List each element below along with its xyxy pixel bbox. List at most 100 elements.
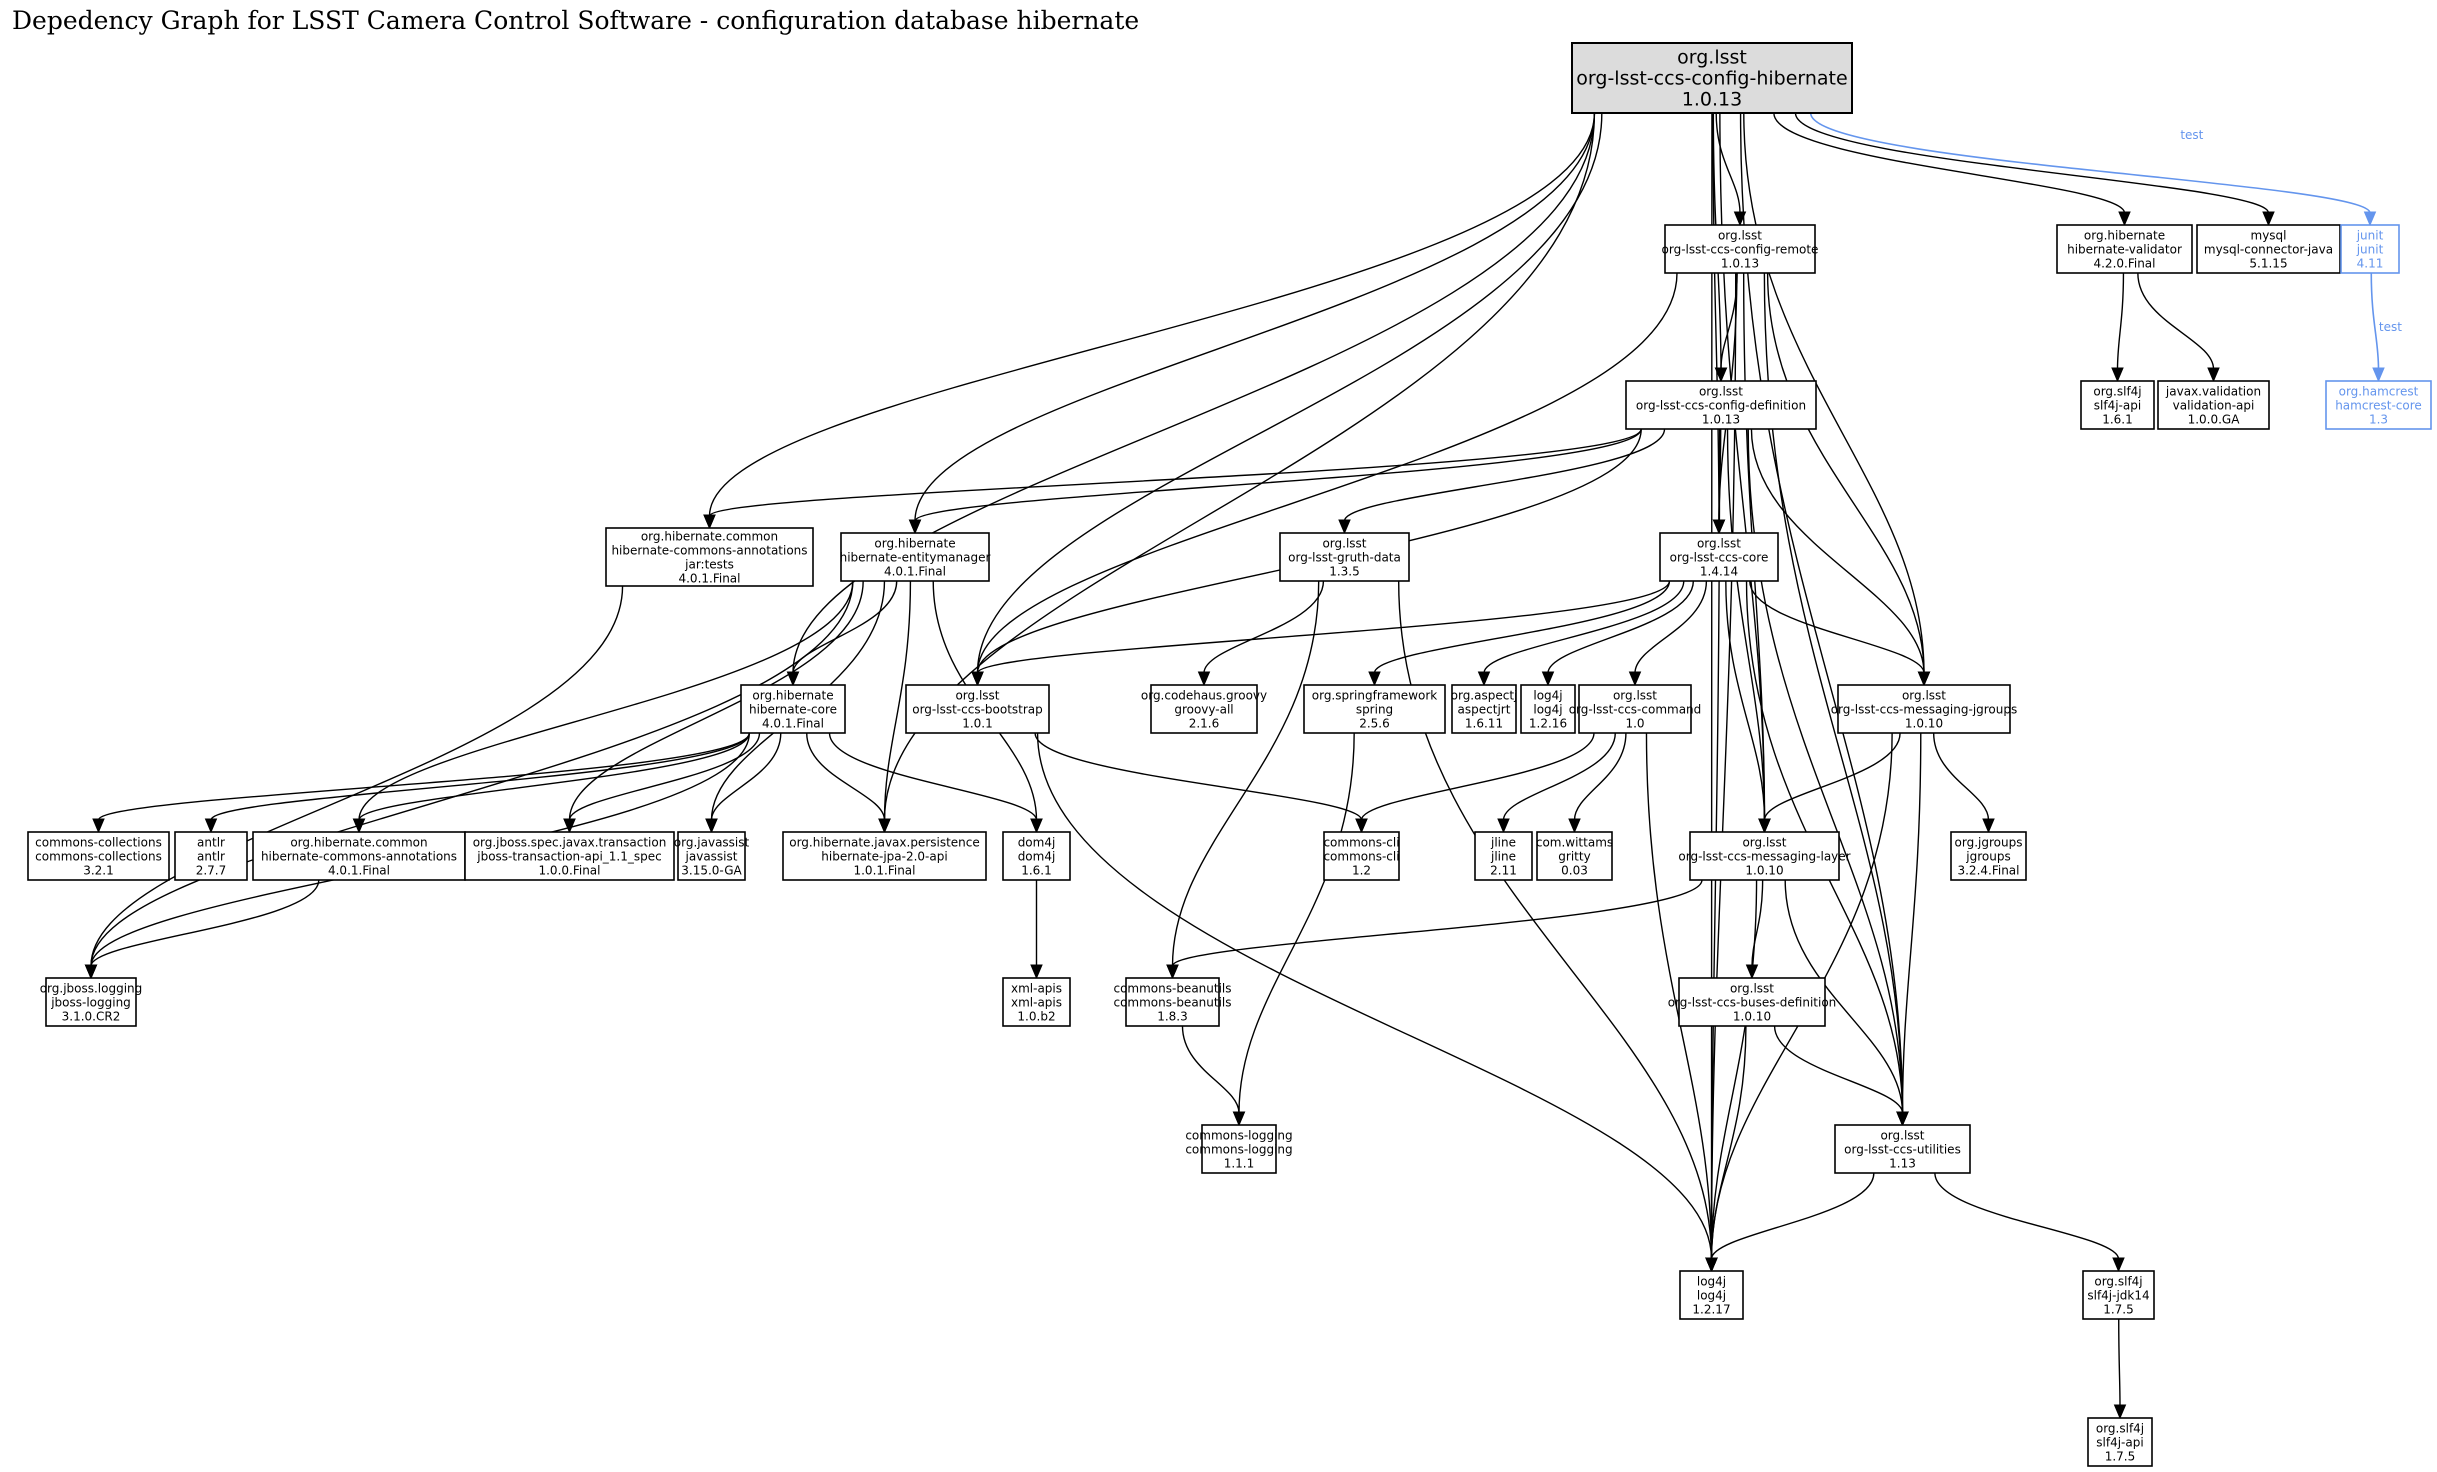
node-jpa[interactable]: org.hibernate.javax.persistencehibernate…	[782, 831, 987, 881]
node-artifact-label: jline	[1490, 849, 1516, 863]
node-box	[1664, 224, 1816, 274]
node-artifact-label: org-lsst-ccs-bootstrap	[912, 702, 1043, 716]
node-version-label: 1.6.1	[2102, 412, 2133, 426]
node-root[interactable]: org.lsstorg-lsst-ccs-config-hibernate1.0…	[1571, 42, 1853, 114]
node-artifact-label: javassist	[685, 849, 738, 863]
node-hca-tests[interactable]: org.hibernate.commonhibernate-commons-an…	[605, 527, 814, 587]
node-box	[1659, 532, 1779, 582]
arrowhead	[908, 519, 922, 535]
edge-config-remote-to-msg-jgroups	[1766, 272, 1931, 687]
node-group-label: org.javassist	[674, 835, 750, 849]
edge-root-to-hibernate-core	[786, 112, 1596, 687]
edge-line	[358, 732, 751, 821]
node-box	[782, 831, 987, 881]
edge-line	[1710, 1172, 1875, 1260]
node-msg-layer[interactable]: org.lsstorg-lsst-ccs-messaging-layer1.0.…	[1678, 831, 1851, 881]
node-version-label: 2.5.6	[1359, 716, 1390, 730]
nodes-layer: org.lsstorg-lsst-ccs-config-hibernate1.0…	[27, 42, 2432, 1467]
node-artifact-label: hibernate-commons-annotations	[611, 543, 807, 557]
edge-line	[976, 272, 1678, 674]
edge-line	[914, 428, 1642, 522]
node-msg-jgroups[interactable]: org.lsstorg-lsst-ccs-messaging-jgroups1.…	[1831, 684, 2018, 734]
edge-line	[358, 580, 854, 821]
node-box	[1474, 831, 1533, 881]
node-version-label: 1.0.1.Final	[853, 863, 915, 877]
edge-msg-layer-to-beanutils	[1166, 879, 1703, 980]
arrowhead	[1197, 671, 1211, 687]
node-artifact-label: org-lsst-ccs-messaging-jgroups	[1831, 702, 2018, 716]
arrowhead	[2207, 367, 2220, 383]
arrowhead	[2111, 367, 2124, 383]
edge-line	[1743, 112, 1925, 674]
edge-label: test	[2180, 128, 2203, 142]
arrowhead	[92, 818, 105, 834]
arrowhead	[1917, 671, 1931, 687]
node-version-label: 1.8.3	[1157, 1009, 1188, 1023]
edge-line	[1373, 580, 1671, 674]
node-buses-def[interactable]: org.lsstorg-lsst-ccs-buses-definition1.0…	[1668, 977, 1837, 1027]
node-artifact-label: commons-beanutils	[1113, 995, 1231, 1009]
graph-title: Depedency Graph for LSST Camera Control …	[12, 6, 1140, 35]
node-version-label: 0.03	[1561, 863, 1588, 877]
node-group-label: org.jboss.spec.javax.transaction	[473, 835, 667, 849]
node-artifact-label: hibernate-entitymanager	[840, 550, 991, 564]
node-hca[interactable]: org.hibernate.commonhibernate-commons-an…	[252, 831, 466, 881]
node-box	[1150, 684, 1258, 734]
edge-line	[792, 580, 898, 674]
node-box	[1002, 831, 1071, 881]
node-group-label: xml-apis	[1011, 981, 1062, 995]
edge-label: test	[2379, 320, 2402, 334]
node-group-label: org.hibernate.common	[641, 529, 778, 543]
edge-root-to-hibernate-validator	[1773, 112, 2131, 227]
node-hibernate-validator[interactable]: org.hibernatehibernate-validator4.2.0.Fi…	[2056, 224, 2193, 274]
edge-line	[568, 580, 864, 821]
edge-utilities-to-log4j-1217	[1705, 1172, 1875, 1273]
edge-hibernate-core-to-hca	[352, 732, 751, 834]
node-box	[2196, 224, 2341, 274]
node-artifact-label: gritty	[1558, 849, 1590, 863]
node-commons-collections[interactable]: commons-collectionscommons-collections3.…	[27, 831, 170, 881]
arrowhead	[1705, 1257, 1718, 1273]
node-group-label: org.lsst	[1880, 1128, 1924, 1142]
node-version-label: 4.0.1.Final	[884, 564, 946, 578]
node-config-definition[interactable]: org.lsstorg-lsst-ccs-config-definition1.…	[1625, 380, 1817, 430]
node-group-label: org.hibernate	[752, 688, 833, 702]
arrowhead	[1628, 671, 1642, 687]
node-entitymanager[interactable]: org.hibernatehibernate-entitymanager4.0.…	[840, 532, 991, 582]
node-version-label: 3.2.4.Final	[1957, 863, 2019, 877]
edge-line	[1710, 1025, 1747, 1260]
node-artifact-label: hibernate-core	[749, 702, 837, 716]
edge-line	[1171, 580, 1320, 967]
node-jboss-tx[interactable]: org.jboss.spec.javax.transactionjboss-tr…	[464, 831, 675, 881]
